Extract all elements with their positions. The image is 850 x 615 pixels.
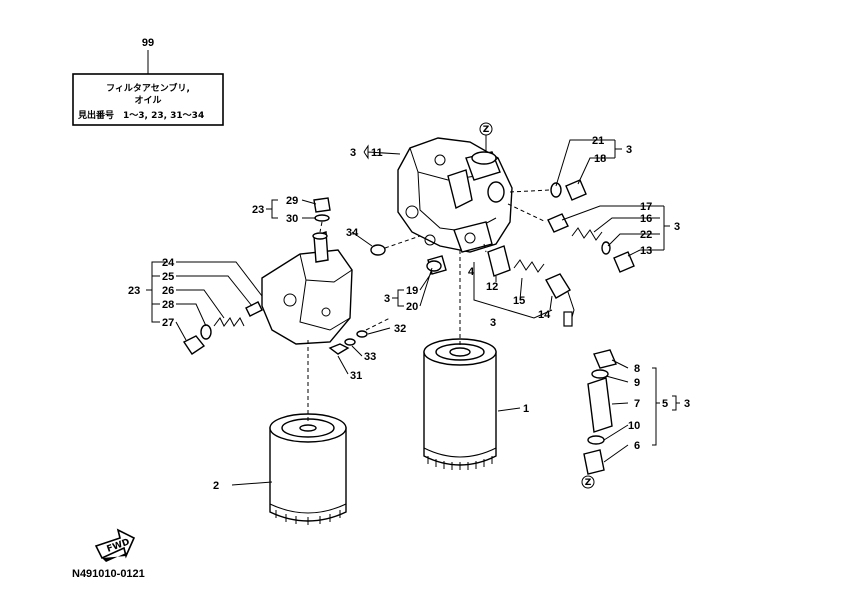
- part-9: [591, 369, 609, 379]
- part-34: [370, 244, 386, 256]
- title-line-3-value: 1〜3, 23, 31〜34: [123, 111, 204, 121]
- callout-13: 13: [640, 245, 652, 257]
- part-21: [550, 182, 562, 198]
- ref-mark-top-label: Z: [483, 125, 490, 135]
- drawing-code: N491010-0121: [72, 568, 145, 580]
- callout-24: 24: [162, 257, 175, 269]
- callout-16: 16: [640, 213, 652, 225]
- part-14: [545, 273, 571, 299]
- title-number: 99: [142, 37, 154, 49]
- part-13: [613, 251, 635, 273]
- callout-25: 25: [162, 271, 174, 283]
- part-26: [213, 317, 245, 327]
- callout-17: 17: [640, 201, 652, 213]
- callout-9: 9: [634, 377, 640, 389]
- part-30: [314, 214, 330, 222]
- callout-14: 14: [538, 309, 551, 321]
- callout-31: 31: [350, 370, 362, 382]
- part-6: [583, 449, 605, 475]
- title-line-2: オイル: [134, 95, 161, 106]
- part-20: [426, 260, 442, 272]
- callout-23-left: 23: [128, 285, 140, 297]
- part-25: [245, 301, 263, 317]
- callout-29: 29: [286, 195, 298, 207]
- callout-19: 19: [406, 285, 418, 297]
- callout-1: 1: [523, 403, 529, 415]
- title-line-1: フィルタアセンブリ,: [106, 82, 190, 94]
- callout-18: 18: [594, 153, 606, 165]
- part-29: [313, 197, 331, 213]
- callout-26: 26: [162, 285, 174, 297]
- part-27: [182, 335, 206, 355]
- callout-33: 33: [364, 351, 376, 363]
- callout-3-assy: 3: [684, 398, 690, 410]
- part-28: [200, 324, 212, 340]
- ref-mark-bottom: [581, 475, 595, 489]
- part-32: [356, 330, 368, 338]
- title-line-3-label: 見出番号: [77, 109, 114, 121]
- part-31: [328, 343, 350, 355]
- callout-34: 34: [346, 227, 359, 239]
- callout-15: 15: [513, 295, 525, 307]
- part-8: [593, 349, 617, 369]
- callout-30: 30: [286, 213, 298, 225]
- callout-3-head: 3: [350, 147, 356, 159]
- ref-mark-bottom-label: Z: [585, 478, 592, 488]
- callout-23-upper: 23: [252, 204, 264, 216]
- callout-32: 32: [394, 323, 406, 335]
- part-10: [587, 435, 605, 445]
- title-box: [72, 73, 224, 126]
- filter-bracket: [261, 231, 353, 345]
- callout-4: 4: [468, 266, 475, 278]
- callout-10: 10: [628, 420, 640, 432]
- part-17: [547, 213, 569, 233]
- part-18: [565, 179, 587, 201]
- part-16: [571, 227, 603, 241]
- part-12: [487, 245, 511, 277]
- filter-head-11: [397, 137, 513, 253]
- callout-3-lower: 3: [490, 317, 496, 329]
- callout-2: 2: [213, 480, 219, 492]
- oil-filter-1: [423, 338, 497, 470]
- callout-3-right: 3: [674, 221, 680, 233]
- callout-21: 21: [592, 135, 604, 147]
- callout-28: 28: [162, 299, 174, 311]
- part-15: [513, 259, 545, 273]
- callout-3-upper: 3: [626, 144, 632, 156]
- fwd-arrow: [94, 528, 136, 562]
- callout-22: 22: [640, 229, 652, 241]
- callout-27: 27: [162, 317, 174, 329]
- oil-filter-2: [269, 413, 347, 525]
- part-33: [344, 338, 356, 346]
- callout-6: 6: [634, 440, 640, 452]
- part-7: [587, 377, 613, 433]
- callout-12: 12: [486, 281, 498, 293]
- callout-11: 11: [371, 147, 383, 159]
- callout-8: 8: [634, 363, 640, 375]
- callout-7: 7: [634, 398, 640, 410]
- callout-20: 20: [406, 301, 418, 313]
- part-22: [601, 241, 611, 255]
- callout-5: 5: [662, 398, 668, 410]
- callout-3-mid: 3: [384, 293, 390, 305]
